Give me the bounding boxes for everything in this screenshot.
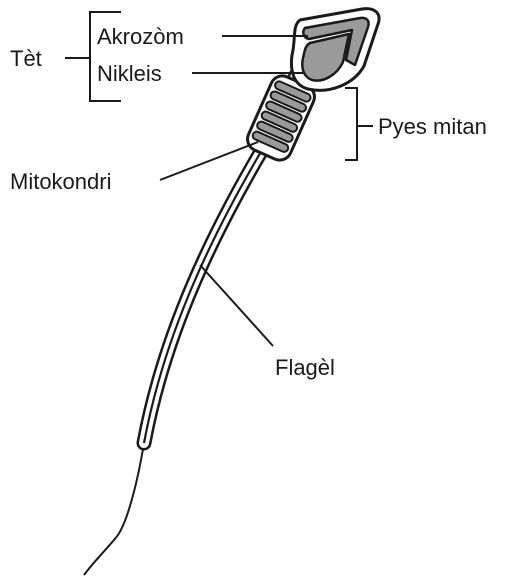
- head: [291, 9, 379, 91]
- label-acrosome: Akrozòm: [97, 24, 184, 49]
- label-nucleus: Nikleis: [97, 61, 162, 86]
- label-mitochondria: Mitokondri: [10, 169, 111, 194]
- midpiece-bracket: [345, 88, 357, 160]
- flagellum-sheath-outline: [144, 150, 262, 443]
- flagellum-tip: [84, 443, 144, 575]
- label-midpiece: Pyes mitan: [378, 114, 487, 139]
- flagellum-leader: [200, 265, 273, 346]
- flagellum: [84, 150, 262, 575]
- label-head: Tèt: [10, 46, 42, 71]
- label-flagellum: Flagèl: [275, 355, 335, 380]
